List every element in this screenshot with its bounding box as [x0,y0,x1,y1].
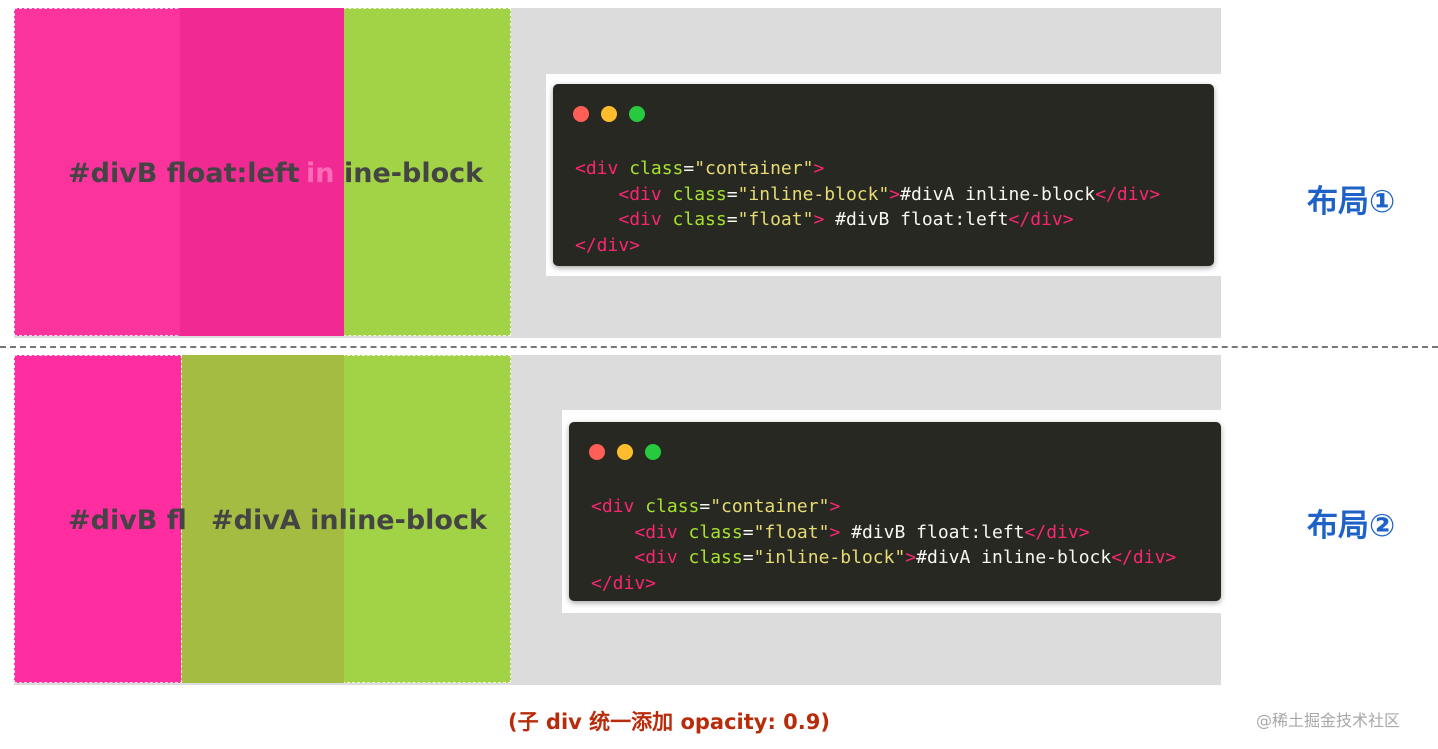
layout1-divA-text: ine-block [344,158,484,189]
layout1-code-line: </div> [575,234,641,256]
yellow-dot-icon [617,444,633,460]
watermark: @稀土掘金技术社区 [1256,711,1401,730]
layout2-code-window: <div class="container"> <div class="floa… [569,422,1221,601]
layout2-label: 布局② [1307,508,1396,544]
layout1-divA-text-hidden: in [306,158,335,189]
layout1-divB-text: #divB float:left [68,158,300,189]
section-divider [0,346,1438,348]
layout2-divA-text: #divA inline-block [211,505,487,536]
layout2-code-line: <div class="inline-block">#divA inline-b… [634,547,1177,568]
layout1-code-block: <div class="container"> <div class="inli… [575,156,1160,258]
layout1-label: 布局① [1307,184,1396,220]
layout1-code-line: <div class="float"> #divB float:left</di… [618,209,1074,230]
layout1-code-frame: <div class="container"> <div class="inli… [546,74,1221,276]
green-dot-icon [629,106,645,122]
red-dot-icon [573,106,589,122]
layout2-code-frame: <div class="container"> <div class="floa… [562,410,1221,613]
layout2-code-line: <div class="container"> [591,496,841,517]
layout1-overlap-region [180,8,344,336]
layout2-code-line: </div> [591,572,657,594]
red-dot-icon [589,444,605,460]
layout1-code-line: <div class="inline-block">#divA inline-b… [618,183,1161,205]
green-dot-icon [645,444,661,460]
layout1-container: #divB float:left in ine-block [14,8,1221,338]
layout2-code-block: <div class="container"> <div class="floa… [591,494,1176,596]
layout2-overlap-region [181,355,344,683]
yellow-dot-icon [601,106,617,122]
layout2-code-line: <div class="float"> #divB float:left</di… [634,521,1090,543]
layout1-code-window: <div class="container"> <div class="inli… [553,84,1214,266]
layout2-divB-text: #divB fl [68,505,187,536]
caption: (子 div 统一添加 opacity: 0.9) [508,710,830,734]
layout1-code-line: <div class="container"> [575,158,825,179]
